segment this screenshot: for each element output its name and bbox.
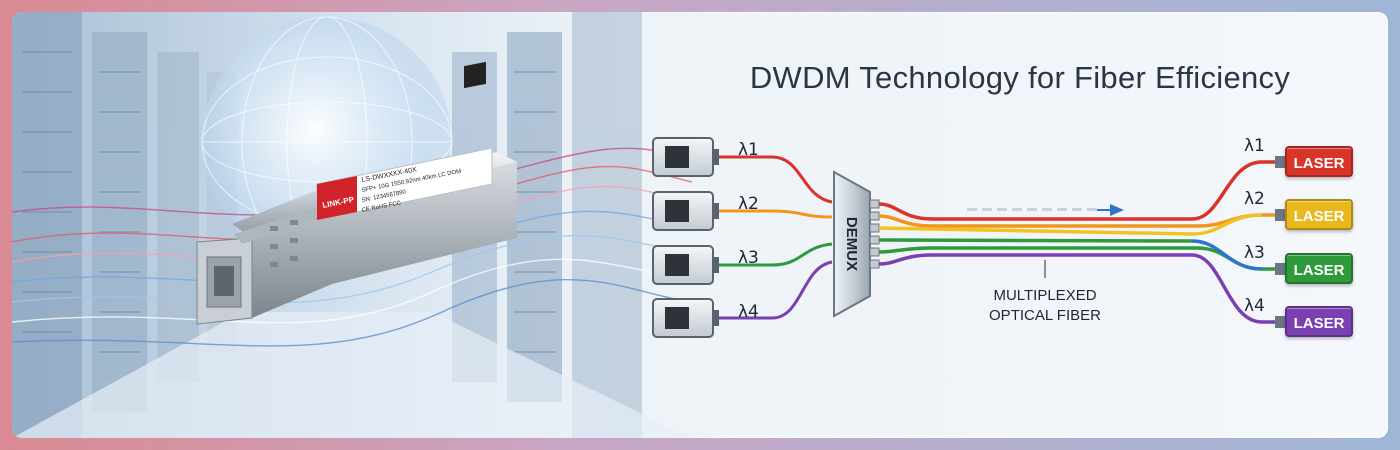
input-port-2 <box>652 191 719 231</box>
laser-box-3: LASER <box>1285 253 1353 284</box>
datacenter-illustration: LS-DWXXXX-40X SFP+ 10G 1550.92nm 40km LC… <box>12 12 692 438</box>
input-port-4 <box>652 298 719 338</box>
laser-box-4: LASER <box>1285 306 1353 337</box>
multiplexed-fiber-bundle <box>878 160 1280 324</box>
input-label-1: λ1 <box>738 140 759 160</box>
output-label-2: λ2 <box>1244 189 1265 209</box>
input-label-4: λ4 <box>738 302 759 322</box>
fiber-caption-line-2: OPTICAL FIBER <box>989 307 1101 324</box>
input-label-2: λ2 <box>738 194 759 214</box>
demux-ports <box>869 199 880 269</box>
input-port-3 <box>652 245 719 285</box>
fiber-caption: MULTIPLEXED OPTICAL FIBER <box>952 286 1138 326</box>
input-fiber-2 <box>719 209 833 219</box>
input-label-3: λ3 <box>738 248 759 268</box>
laser-box-2: LASER <box>1285 199 1353 230</box>
fiber-caption-line-1: MULTIPLEXED <box>993 287 1097 304</box>
input-fiber-1 <box>719 155 833 204</box>
demux-block <box>833 170 871 318</box>
input-fiber-3 <box>719 242 833 267</box>
output-label-3: λ3 <box>1244 243 1265 263</box>
output-label-4: λ4 <box>1244 296 1265 316</box>
data-pulses <box>967 208 1097 211</box>
banner-frame: LS-DWXXXX-40X SFP+ 10G 1550.92nm 40km LC… <box>12 12 1388 438</box>
output-label-1: λ1 <box>1244 136 1265 156</box>
laser-box-1: LASER <box>1285 146 1353 177</box>
page-title: DWDM Technology for Fiber Efficiency <box>749 60 1291 95</box>
demux-label: DEMUX <box>843 217 860 271</box>
input-port-1 <box>652 137 719 177</box>
sfp-module <box>196 61 517 325</box>
input-fiber-4 <box>719 260 833 320</box>
dwdm-diagram: DEMUX <box>652 137 1285 338</box>
